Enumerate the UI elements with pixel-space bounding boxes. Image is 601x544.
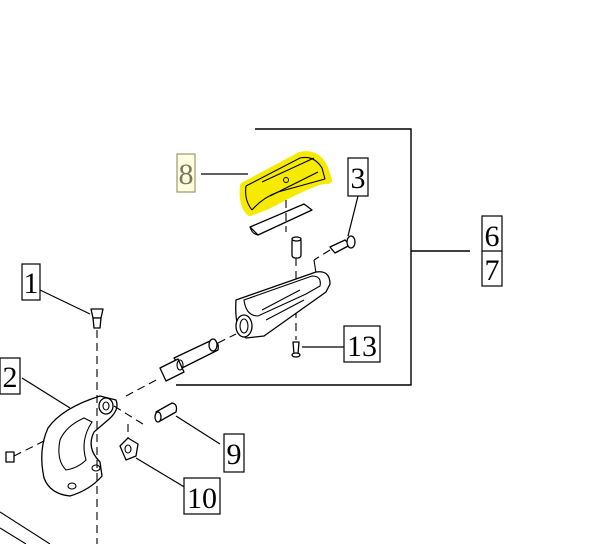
callout-2[interactable]: 2 [0, 357, 21, 395]
callout-6-label: 6 [485, 220, 500, 253]
callout-2-label: 2 [3, 361, 18, 394]
callout-9-label: 9 [227, 438, 242, 471]
small-pin [291, 236, 302, 259]
callout-6-7[interactable]: 6 7 [481, 215, 503, 287]
callout-3-label: 3 [351, 162, 366, 195]
part-8-cover-highlighted[interactable] [239, 151, 332, 216]
callout-10-label: 10 [187, 482, 217, 515]
callout-13[interactable]: 13 [343, 325, 381, 363]
main-housing [235, 271, 331, 339]
part-3-screw [313, 235, 356, 274]
part-10-nut [113, 405, 147, 461]
part-2-bracket [5, 395, 118, 497]
callout-1[interactable]: 1 [21, 263, 41, 301]
part-1-screw [90, 308, 104, 544]
part-13-screw [291, 341, 301, 358]
callout-1-label: 1 [24, 267, 39, 300]
base-frame [0, 511, 51, 544]
shaft [125, 333, 237, 397]
callout-3[interactable]: 3 [347, 157, 369, 197]
leader-lines [21, 173, 359, 489]
callout-9[interactable]: 9 [223, 433, 245, 473]
part-9-pin [154, 402, 178, 423]
callout-10[interactable]: 10 [183, 477, 221, 515]
callout-8[interactable]: 8 [176, 153, 196, 193]
callout-8-label: 8 [179, 158, 194, 191]
callout-7-label: 7 [485, 254, 500, 287]
assembly-bracket-frame [176, 128, 470, 386]
cover-strip [249, 203, 313, 236]
callout-13-label: 13 [347, 330, 377, 363]
